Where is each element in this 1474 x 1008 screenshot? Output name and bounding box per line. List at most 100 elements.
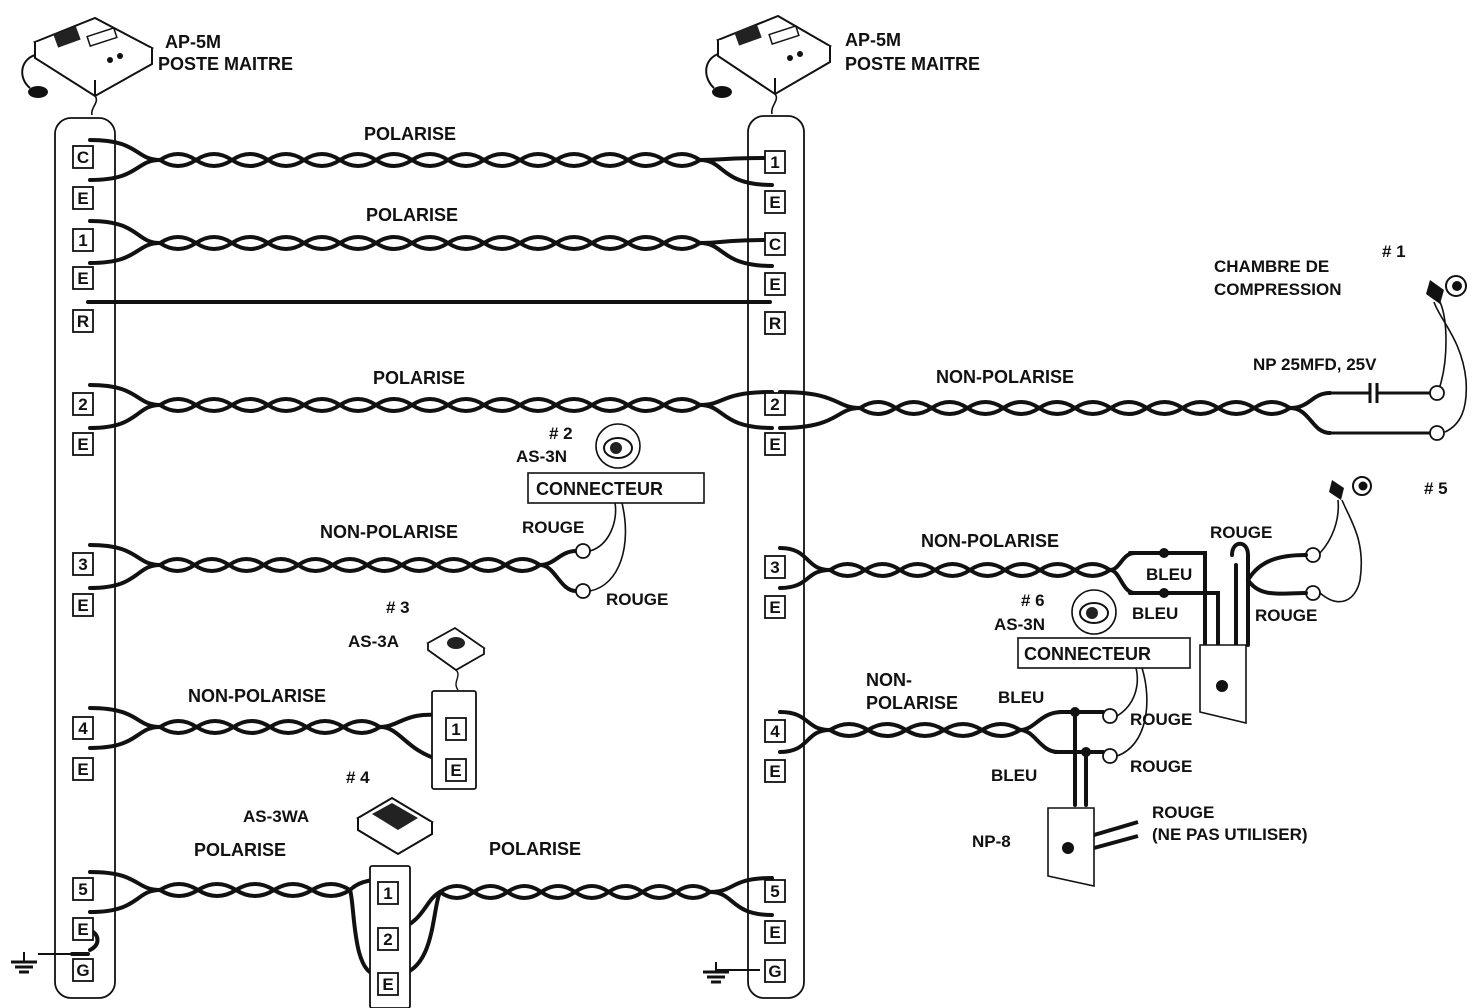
right-terminal-label: C: [769, 235, 781, 254]
left-terminal-13: G: [72, 958, 94, 982]
right-terminal-label: 4: [770, 722, 780, 741]
wire-label-non-split-2: POLARISE: [866, 693, 958, 713]
station-2-connector-point-2: [575, 583, 591, 599]
station-3-model: AS-3A: [348, 632, 399, 651]
station-2-model: AS-3N: [516, 447, 567, 466]
station-5-rouge-top: ROUGE: [1210, 523, 1272, 542]
twisted-pair-4: [158, 557, 542, 573]
station-5-number: # 5: [1424, 479, 1448, 498]
right-terminal-label: E: [769, 762, 780, 781]
svg-text:1: 1: [451, 720, 460, 739]
left-terminal-label: E: [77, 920, 88, 939]
left-terminal-8: E: [72, 593, 94, 617]
wire-label-non-polarise-r2: NON-POLARISE: [936, 367, 1074, 387]
right-terminal-label: 2: [770, 395, 779, 414]
np8-unused-wire-1: [1093, 820, 1139, 837]
twisted-pair-1: [158, 152, 702, 168]
station-3-number: # 3: [386, 598, 410, 617]
right-terminal-7: 3: [764, 555, 786, 579]
wire-label-non-polarise-r3: NON-POLARISE: [921, 531, 1059, 551]
left-terminal-5: 2: [72, 392, 94, 416]
station-5-horn-wire-2: [1246, 578, 1308, 596]
left-terminal-3: E: [72, 266, 94, 290]
station-6-bleu-top: BLEU: [998, 688, 1044, 707]
left-terminal-label: 3: [78, 555, 87, 574]
station-6-bleu-bottom: BLEU: [991, 766, 1037, 785]
station-6-connector-point-1: [1102, 708, 1118, 724]
right-terminal-8: E: [764, 595, 786, 619]
ground-icon-right: [701, 960, 760, 984]
right-terminal-6: E: [764, 432, 786, 456]
station-5-connector-point-1: [1305, 547, 1321, 563]
station-5-rouge-bottom: ROUGE: [1255, 606, 1317, 625]
twisted-pair-7: [438, 884, 712, 900]
wire-label-polarise-5b: POLARISE: [489, 839, 581, 859]
left-terminal-label: E: [77, 189, 88, 208]
master-station-icon-right: [705, 14, 832, 115]
compression-horn-icon-station-1: [1426, 275, 1468, 433]
twisted-pair-r3: [828, 562, 1112, 578]
station-5-horn-wire-1: [1246, 553, 1308, 582]
left-terminal-label: 1: [78, 231, 87, 250]
right-terminal-label: 5: [770, 882, 779, 901]
station-1-name-line2: COMPRESSION: [1214, 280, 1342, 299]
left-terminal-label: 2: [78, 395, 87, 414]
station-1-number: # 1: [1382, 242, 1406, 261]
station-2-connector-point-1: [575, 543, 591, 559]
right-terminal-11: 5: [764, 879, 786, 903]
station-3-icon: [426, 626, 486, 691]
wire-label-polarise-1: POLARISE: [364, 124, 456, 144]
left-terminal-9: 4: [72, 716, 94, 740]
station-4-terminal-e: E: [377, 972, 399, 996]
station-4-model: AS-3WA: [243, 807, 309, 826]
station-5-bleu-wire-1: [1128, 551, 1207, 647]
station-4-terminal-1: 1: [377, 881, 399, 905]
station-2-number: # 2: [549, 424, 573, 443]
left-terminal-label: E: [77, 435, 88, 454]
speaker-icon-station-2: [595, 423, 641, 469]
left-terminal-4: R: [72, 309, 94, 333]
left-terminal-6: E: [72, 432, 94, 456]
station-2-lead-2: [589, 502, 627, 592]
right-terminal-0: 1: [764, 150, 786, 174]
station-4-terminal-2: 2: [377, 927, 399, 951]
station-6-rouge-top: ROUGE: [1130, 710, 1192, 729]
station-5-bleu-bottom: BLEU: [1132, 604, 1178, 623]
left-terminal-label: R: [77, 312, 89, 331]
right-master-name: POSTE MAITRE: [845, 54, 980, 74]
station-2-connector-box: [527, 472, 705, 504]
wire-label-polarise-2: POLARISE: [366, 205, 458, 225]
right-terminal-label: E: [769, 275, 780, 294]
station-5-bleu-top: BLEU: [1146, 565, 1192, 584]
desk-station-icon-station-4: [356, 796, 434, 856]
ground-icon-left: [9, 950, 72, 974]
np8-model: NP-8: [972, 832, 1011, 851]
speaker-icon-station-6: [1071, 589, 1117, 635]
left-terminal-0: C: [72, 145, 94, 169]
right-terminal-label: E: [769, 193, 780, 212]
station-5-rouge-wire-1: [1230, 541, 1250, 647]
station-6-lead-1: [1116, 667, 1139, 717]
np8-note-line1: ROUGE: [1152, 803, 1214, 822]
right-terminal-9: 4: [764, 719, 786, 743]
right-terminal-label: 3: [770, 558, 779, 577]
right-terminal-label: E: [769, 598, 780, 617]
twisted-pair-3: [158, 397, 702, 413]
left-terminal-label: E: [77, 760, 88, 779]
left-terminal-11: 5: [72, 877, 94, 901]
svg-text:1: 1: [383, 884, 392, 903]
compression-horn-icon-station-5: [1319, 476, 1372, 603]
station-6-connector: CONNECTEUR: [1024, 644, 1151, 664]
right-master-model: AP-5M: [845, 30, 901, 50]
twisted-pair-r2: [858, 400, 1292, 416]
svg-text:E: E: [450, 761, 461, 780]
left-terminal-1: E: [72, 186, 94, 210]
left-terminal-2: 1: [72, 228, 94, 252]
station-1-connector-point-2: [1429, 425, 1445, 441]
station-2-lead-1: [589, 502, 617, 552]
right-terminal-label: 1: [770, 153, 779, 172]
station-6-lead-2: [1116, 667, 1148, 757]
